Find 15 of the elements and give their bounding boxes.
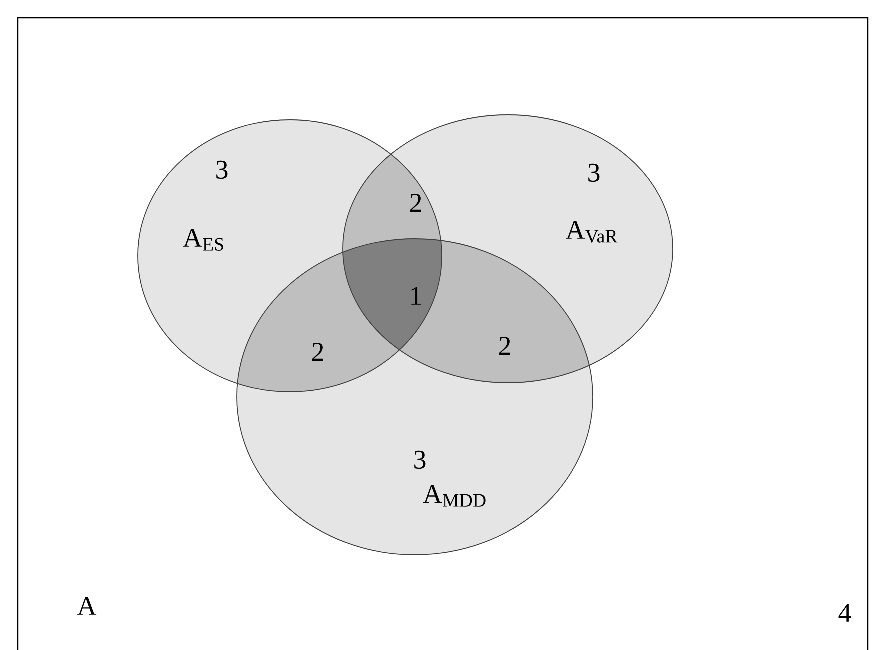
set-circle <box>342 114 674 384</box>
set-label: A$_{VaR}$ <box>566 221 618 243</box>
region-number: 1 <box>412 287 422 305</box>
set-label: A$_{MDD}$ <box>423 485 486 507</box>
set-circle <box>138 120 442 392</box>
region-number: 2 <box>499 337 510 355</box>
region-number: 3 <box>588 164 600 182</box>
region-number: 2 <box>312 343 324 361</box>
region-number: 4 <box>838 604 852 622</box>
region-number: 3 <box>216 160 228 180</box>
region-number: 3 <box>414 450 426 470</box>
region-number: 2 <box>410 194 422 212</box>
frame <box>17 17 869 650</box>
set-label: A$_{ES}$ <box>183 229 224 251</box>
set-label: A <box>78 597 97 615</box>
